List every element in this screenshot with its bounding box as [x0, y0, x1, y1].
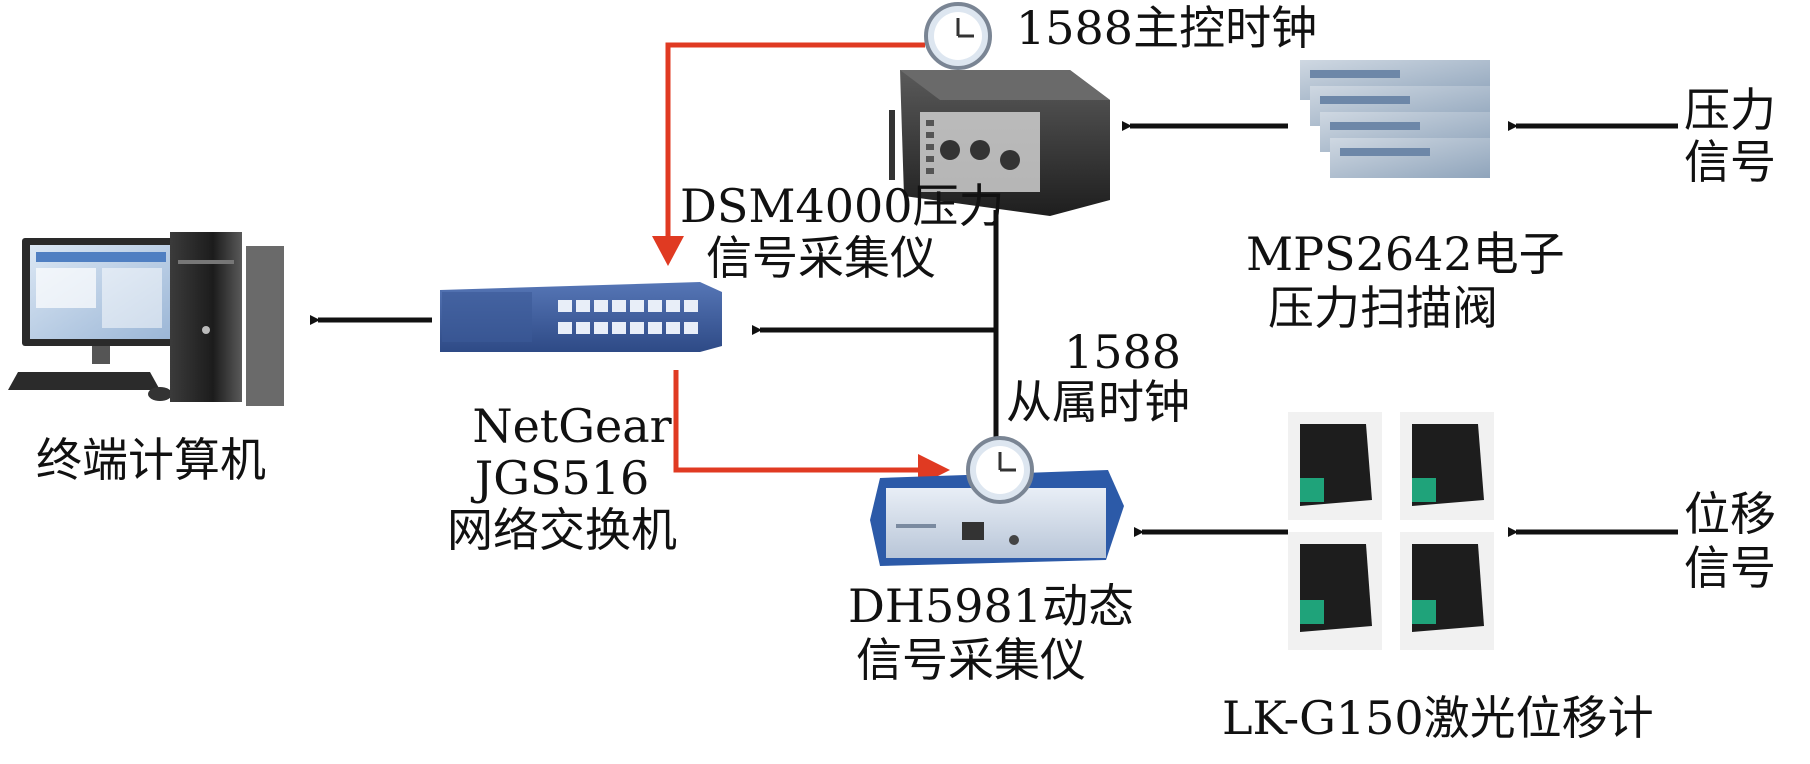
displacement-signal-line1: 位移 [1684, 487, 1776, 541]
dsm-label-line1: DSM4000压力 [680, 179, 1005, 233]
master-clock-icon [924, 2, 992, 70]
clock-link-switch-to-dh [673, 370, 920, 473]
clock-link-master-to-switch [665, 42, 925, 238]
slave-clock-line1: 1588 [1064, 325, 1181, 379]
dh-label-line2: 信号采集仪 [856, 633, 1086, 687]
slave-clock-icon [966, 436, 1034, 504]
clock-arrow-switch [652, 236, 684, 266]
dsm4000-image [889, 70, 1110, 216]
pressure-signal-line2: 信号 [1684, 135, 1776, 189]
terminal-label: 终端计算机 [36, 433, 266, 487]
master-clock-label: 1588主控时钟 [1016, 1, 1317, 55]
laser-label: LK-G150激光位移计 [1222, 691, 1654, 745]
mps-label-line1: MPS2642电子 [1246, 227, 1565, 281]
lk-g150-sensors-image [1288, 412, 1494, 650]
netgear-label-line2: JGS516 [471, 451, 650, 505]
mps-label-line2: 压力扫描阀 [1268, 281, 1498, 335]
labels: 1588主控时钟 DSM4000压力 信号采集仪 MPS2642电子 压力扫描阀… [36, 1, 1776, 745]
dsm-label-line2: 信号采集仪 [706, 231, 936, 285]
netgear-switch-image [440, 282, 722, 352]
data-links [310, 121, 1678, 537]
mps2642-image [1300, 60, 1490, 178]
netgear-label-line3: 网络交换机 [447, 503, 677, 557]
netgear-label-line1: NetGear [472, 399, 671, 453]
slave-clock-line2: 从属时钟 [1006, 375, 1190, 429]
displacement-signal-line2: 信号 [1684, 541, 1776, 595]
terminal-computer-image [8, 232, 284, 406]
pressure-signal-line1: 压力 [1684, 83, 1776, 137]
dh-label-line1: DH5981动态 [848, 579, 1134, 633]
